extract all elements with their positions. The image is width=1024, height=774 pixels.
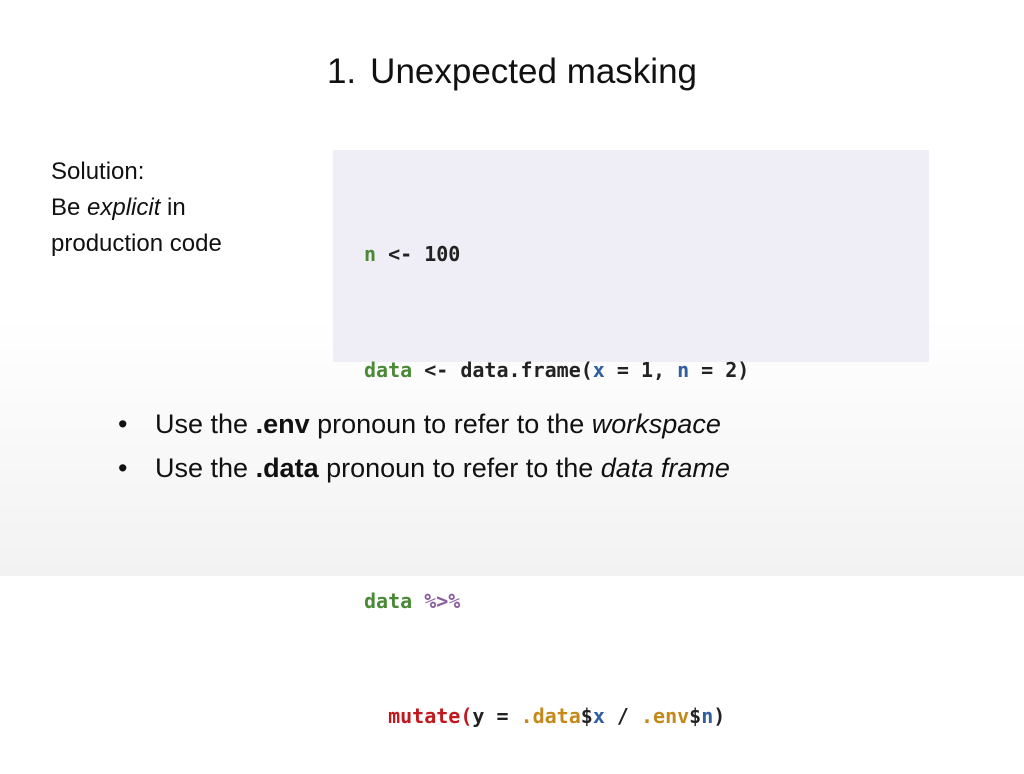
code-token: data.frame( (460, 357, 593, 382)
code-token (412, 589, 424, 613)
code-token: 100 (424, 242, 461, 266)
code-token: $ (580, 704, 593, 728)
solution-line-3: production code (51, 230, 222, 257)
bullet-emphasis: data frame (600, 453, 730, 483)
solution-line-2: Be explicit in (51, 190, 222, 226)
bullet-list: • Use the .env pronoun to refer to the wo… (118, 404, 730, 492)
code-token: y = (472, 704, 521, 728)
code-token: = 1, (604, 357, 678, 382)
solution-text: in (160, 194, 186, 221)
solution-note: Solution: Be explicit in production code (51, 154, 222, 262)
code-token: ) (713, 704, 726, 728)
code-token: x (592, 357, 605, 382)
bullet-keyword: .env (255, 409, 310, 439)
code-block-background (333, 150, 929, 362)
bullet-item-env: • Use the .env pronoun to refer to the wo… (118, 404, 730, 448)
bullet-item-data: • Use the .data pronoun to refer to the d… (118, 448, 730, 492)
code-token: <- (376, 242, 425, 266)
solution-emphasis: explicit (87, 194, 161, 221)
code-token: ( (460, 704, 473, 728)
code-token: / (604, 704, 641, 728)
code-token: data (364, 588, 413, 613)
code-line-1: n <- 100 (364, 235, 749, 274)
slide-title-text: Unexpected masking (370, 52, 698, 91)
code-token: n (701, 704, 714, 728)
code-token: .data (520, 704, 581, 728)
solution-text: Be (51, 194, 88, 221)
code-token: $ (689, 704, 702, 728)
code-token: <- (412, 357, 461, 382)
code-token: %>% (424, 588, 461, 613)
bullet-keyword: .data (255, 453, 319, 483)
code-token: .env (641, 704, 690, 728)
code-token: data (364, 357, 413, 382)
bullet-emphasis: workspace (591, 409, 721, 439)
bullet-text: pronoun to refer to the (309, 409, 592, 439)
code-token: = 2) (689, 357, 750, 382)
solution-label: Solution: (51, 158, 145, 185)
code-line-2: data <- data.frame(x = 1, n = 2) (364, 351, 749, 390)
code-token: n (364, 242, 377, 266)
code-token: n (677, 357, 690, 382)
bullet-marker: • (118, 453, 128, 483)
code-token: mutate (388, 704, 461, 728)
slide-title: 1. Unexpected masking (0, 52, 1024, 92)
bullet-text: Use the (155, 409, 256, 439)
bullet-text: Use the (155, 453, 256, 483)
code-line-4: data %>% (364, 582, 749, 621)
bullet-text: pronoun to refer to the (318, 453, 601, 483)
code-token: x (592, 704, 605, 728)
bullet-marker: • (118, 409, 128, 439)
slide-number: 1. (326, 52, 357, 91)
code-token (364, 704, 388, 728)
code-line-5: mutate(y = .data$x / .env$n) (364, 697, 749, 736)
